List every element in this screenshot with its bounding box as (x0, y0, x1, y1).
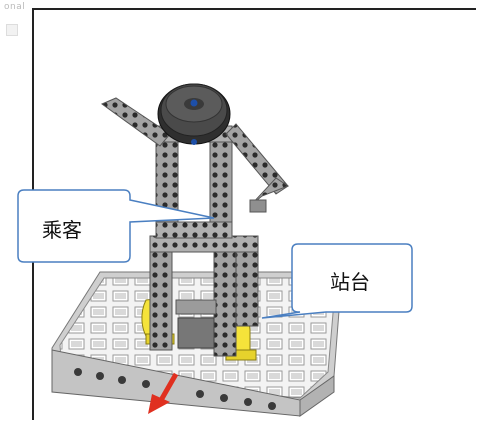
callout-label-passenger: 乘客 (42, 218, 82, 242)
gear-wheel (157, 83, 231, 145)
watermark-text: onal (4, 2, 26, 12)
lower-frame (149, 235, 259, 357)
callout-label-platform: 站台 (330, 270, 370, 294)
callout-platform-bubble (261, 243, 413, 319)
red-down-left-arrow (148, 372, 179, 414)
watermark-box (6, 24, 18, 36)
right-arm (225, 123, 290, 213)
callout-passenger-bubble (17, 189, 215, 263)
